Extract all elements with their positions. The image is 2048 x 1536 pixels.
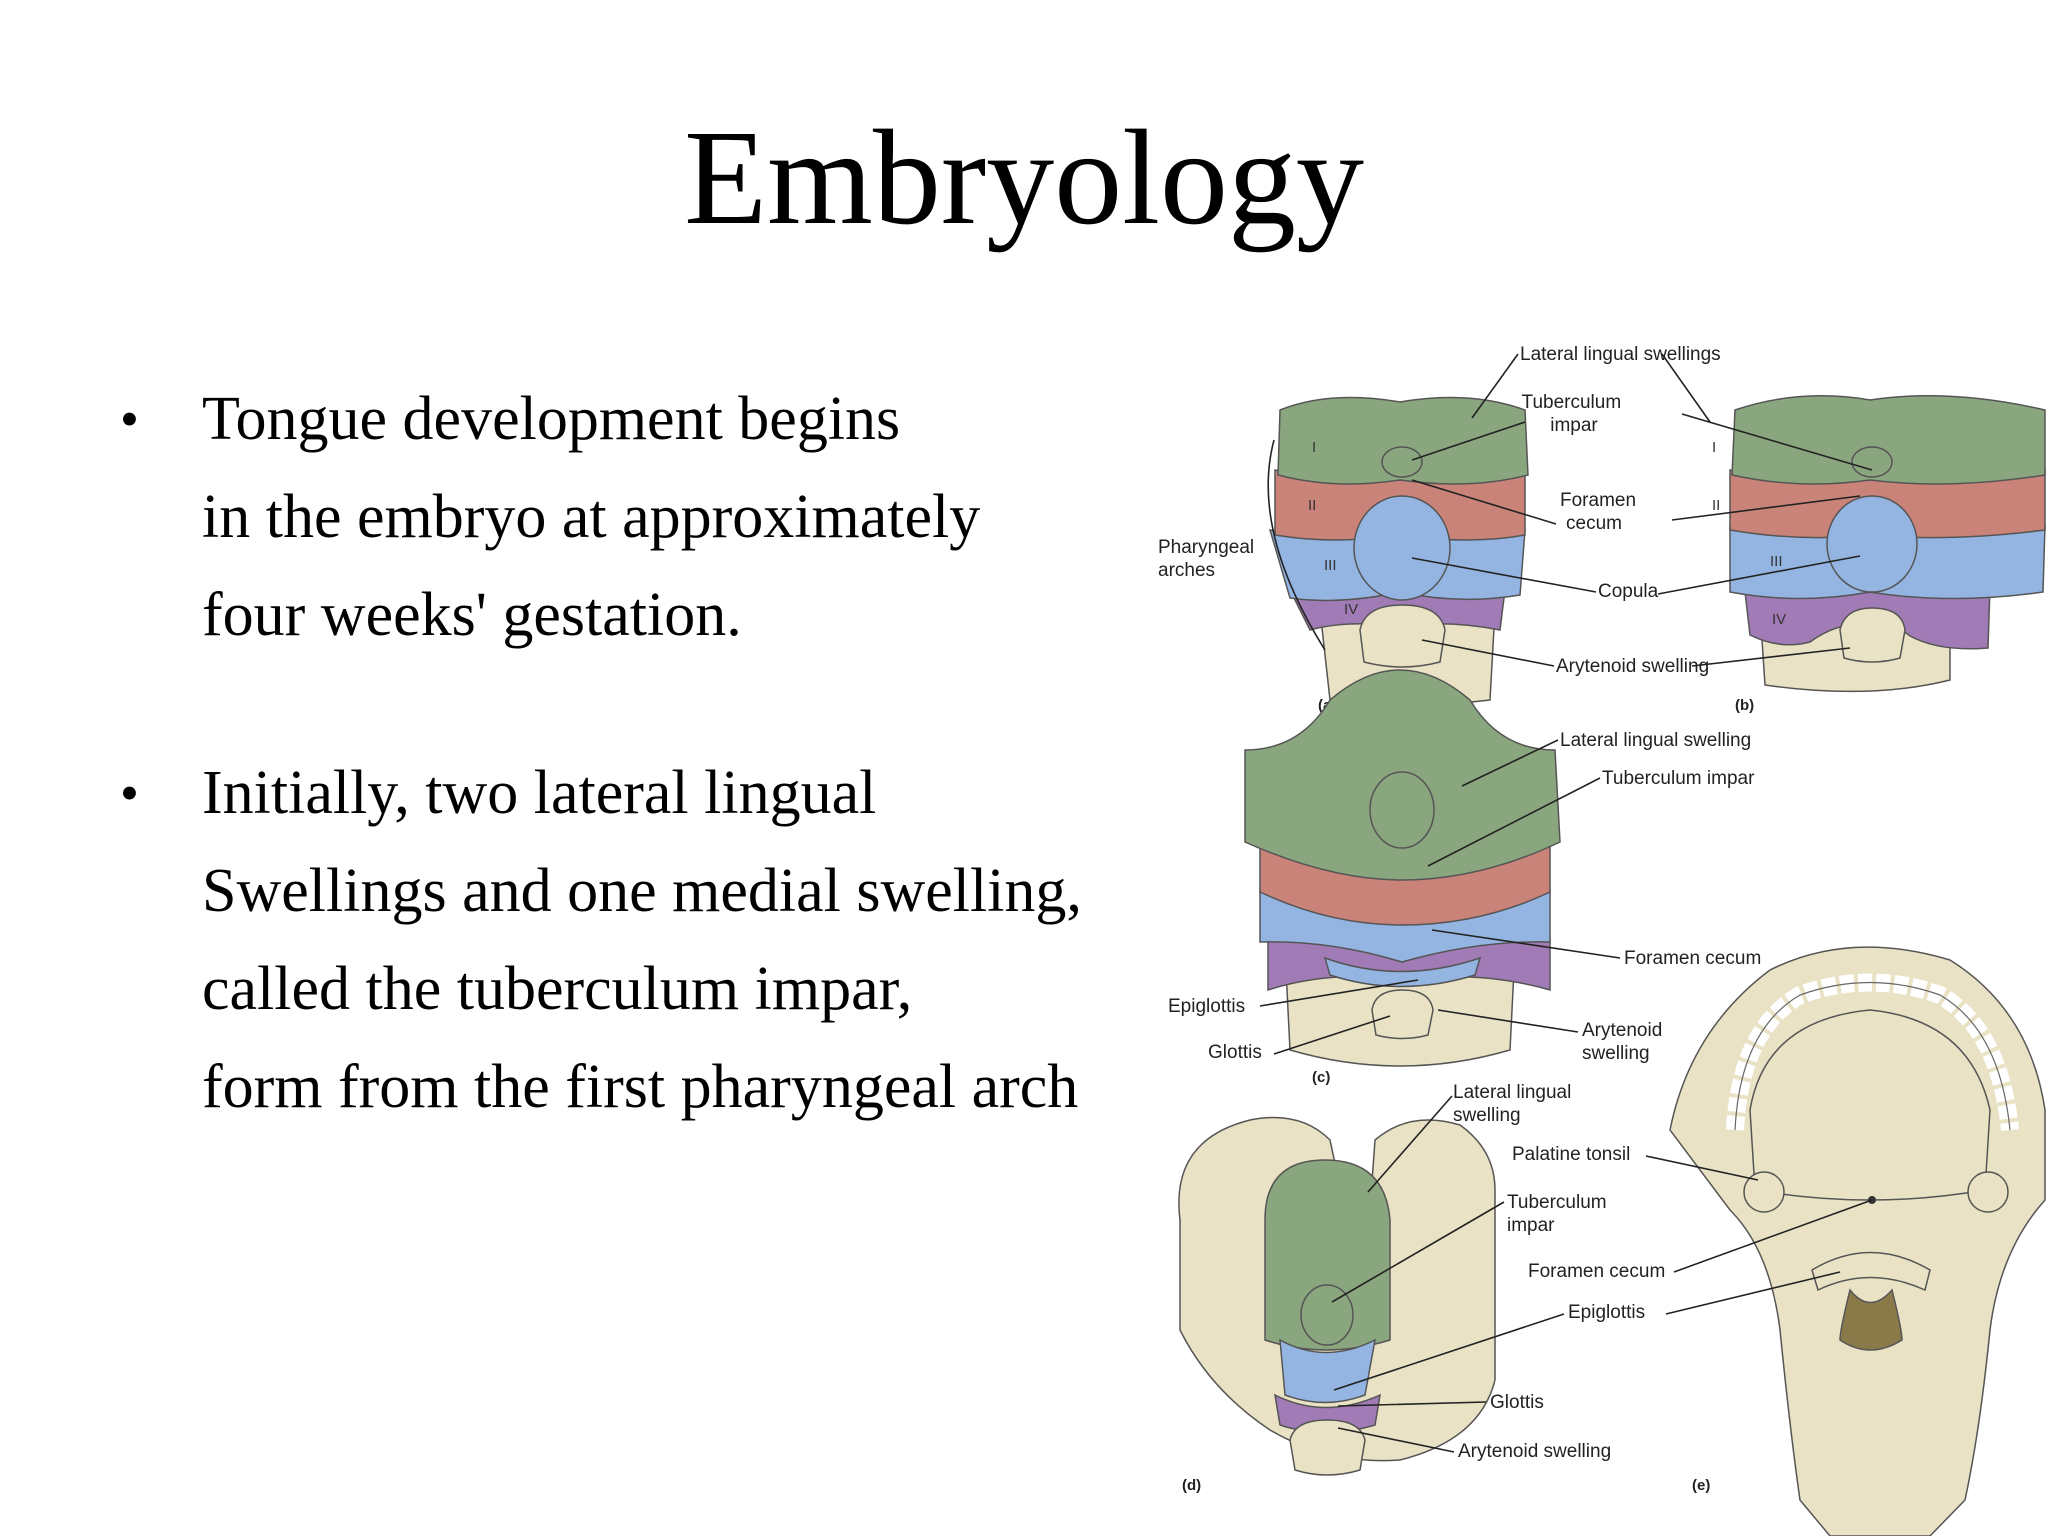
- label-lateral-lingual-swelling-c: Lateral lingual swelling: [1560, 730, 1751, 751]
- panel-c-tuberculum-impar: [1369, 771, 1435, 849]
- panel-label-d: (d): [1182, 1477, 1201, 1494]
- panel-e-glottis: [1839, 1288, 1903, 1351]
- panel-label-c: (c): [1312, 1069, 1330, 1086]
- panel-e-drawing: [1669, 946, 2046, 1536]
- panel-a-arch-1: [1277, 396, 1529, 485]
- bullet-item: • Tongue development begins in the embry…: [120, 370, 1180, 664]
- panel-a-tuberculum-impar: [1381, 446, 1423, 478]
- panel-e-palatine-tonsil-left: [1743, 1171, 1785, 1213]
- bullet-item: • Initially, two lateral lingual Swellin…: [120, 744, 1180, 1136]
- panel-label-e: (e): [1692, 1477, 1710, 1494]
- panel-d-lateral-lingual-swelling: [1264, 1159, 1391, 1351]
- leader-lines-de: [1331, 1095, 1873, 1453]
- label-foramen-cecum-de: Foramen cecum: [1528, 1261, 1665, 1282]
- label-copula: Copula: [1598, 581, 1659, 602]
- panel-a-copula: [1353, 495, 1451, 601]
- panel-e-epiglottis: [1811, 1251, 1931, 1292]
- bullet-marker: •: [120, 763, 139, 823]
- bullet-line: Initially, two lateral lingual: [202, 759, 877, 827]
- label-glottis-c: Glottis: [1208, 1042, 1262, 1063]
- bullet-line: called the tuberculum impar,: [202, 955, 913, 1023]
- panel-d-copula: [1279, 1338, 1377, 1404]
- label-foramen-cecum-ab: Foramen cecum: [1560, 490, 1641, 534]
- label-epiglottis-de: Epiglottis: [1568, 1302, 1645, 1323]
- panel-a-numeral-3: III: [1324, 557, 1337, 574]
- label-arytenoid-swelling-ab: Arytenoid swelling: [1556, 656, 1709, 677]
- label-arytenoid-swelling-de: Arytenoid swelling: [1458, 1441, 1611, 1462]
- panel-b-drawing: [1729, 395, 2046, 693]
- pharyngeal-arches-bracket: [1267, 439, 1326, 651]
- bullet-line: Tongue development begins: [202, 385, 901, 453]
- panel-c-arytenoid-swelling: [1371, 989, 1434, 1040]
- panel-b-arch-1: [1731, 395, 2046, 485]
- bullet-list: • Tongue development begins in the embry…: [120, 370, 1180, 1216]
- bullet-line: in the embryo at approximately: [202, 483, 981, 551]
- panel-b-numeral-1: I: [1712, 439, 1716, 456]
- leader-lines-ab: [1411, 353, 1873, 667]
- panel-a-drawing: [1268, 396, 1529, 706]
- label-lateral-lingual-swellings: Lateral lingual swellings: [1520, 344, 1721, 365]
- label-pharyngeal-arches: Pharyngeal arches: [1158, 537, 1259, 581]
- label-palatine-tonsil: Palatine tonsil: [1512, 1144, 1630, 1165]
- panel-d-tuberculum-impar: [1300, 1284, 1354, 1346]
- panel-b-numeral-4: IV: [1772, 611, 1786, 628]
- bullet-line: form from the first pharyngeal arch: [202, 1053, 1079, 1121]
- label-epiglottis-c: Epiglottis: [1168, 996, 1245, 1017]
- panel-b-arytenoid-swelling: [1839, 607, 1906, 663]
- tongue-development-figure: I II III IV Pharyngeal arches (a) I II I…: [1150, 330, 2048, 1536]
- panel-c-drawing: [1244, 669, 1561, 1067]
- panel-d-drawing: [1178, 1116, 1496, 1476]
- panel-e-palatine-tonsil-right: [1967, 1171, 2009, 1213]
- label-arytenoid-swelling-c: Arytenoid swelling: [1582, 1020, 1668, 1064]
- label-glottis-de: Glottis: [1490, 1392, 1544, 1413]
- panel-b-numeral-3: III: [1770, 553, 1783, 570]
- slide-title: Embryology: [684, 103, 1364, 253]
- label-lateral-lingual-d: Lateral lingual swelling: [1453, 1082, 1577, 1126]
- label-tuberculum-impar-d: Tuberculum impar: [1507, 1192, 1612, 1236]
- panel-a-numeral-1: I: [1312, 439, 1316, 456]
- panel-d-arytenoid-swelling: [1289, 1419, 1366, 1476]
- panel-b-numeral-2: II: [1712, 497, 1720, 514]
- panel-b-tuberculum-impar: [1851, 446, 1893, 478]
- panel-label-b: (b): [1735, 697, 1754, 714]
- panel-a-numeral-2: II: [1308, 497, 1316, 514]
- panel-a-arytenoid-swelling: [1359, 604, 1446, 668]
- panel-c-epiglottis: [1323, 956, 1482, 988]
- panel-a-numeral-4: IV: [1344, 601, 1358, 618]
- panel-e-teeth-outline: [1734, 981, 2011, 1131]
- leader-lines-c: [1259, 739, 1621, 1055]
- panel-e-palate: [1749, 1009, 1991, 1201]
- bullet-line: Swellings and one medial swelling,: [202, 857, 1082, 925]
- label-tuberculum-impar-c: Tuberculum impar: [1602, 768, 1755, 789]
- panel-b-copula: [1826, 495, 1918, 593]
- bullet-line: four weeks' gestation.: [202, 581, 742, 649]
- label-foramen-cecum-c: Foramen cecum: [1624, 948, 1761, 969]
- label-tuberculum-impar-ab: Tuberculum impar: [1522, 392, 1627, 436]
- bullet-marker: •: [120, 389, 139, 449]
